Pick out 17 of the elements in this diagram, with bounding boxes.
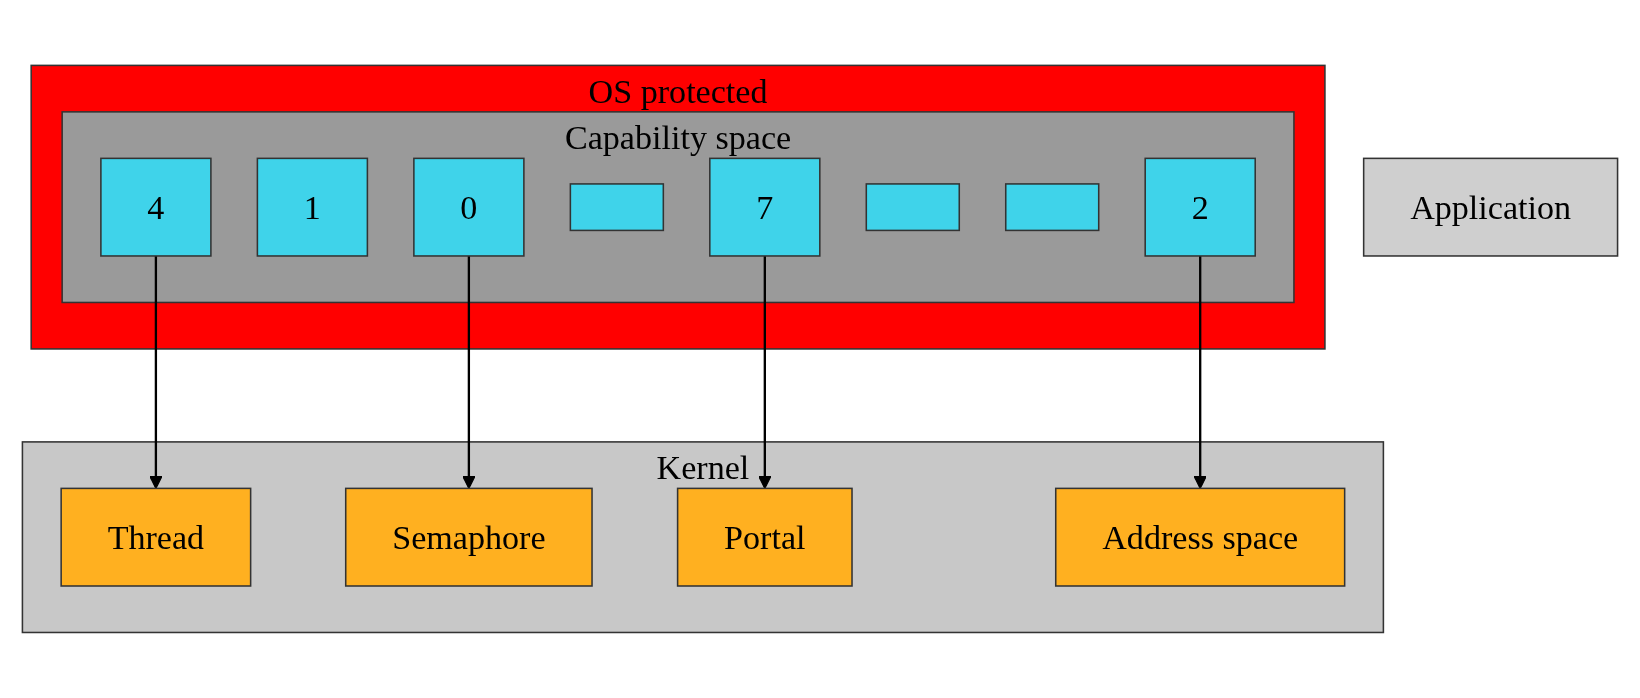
node-box (865, 183, 961, 232)
node-box: Application (1362, 157, 1619, 257)
node-box: 4 (100, 157, 212, 257)
node-box: 2 (1144, 157, 1256, 257)
arrow (1193, 256, 1207, 490)
node-box: Thread (60, 487, 252, 587)
node-box: 1 (256, 157, 369, 257)
arrow (758, 256, 772, 490)
arrow (149, 256, 163, 490)
node-box: 7 (709, 157, 821, 257)
node-box: Portal (676, 487, 853, 587)
node-box: Semaphore (344, 487, 593, 587)
node-box: 0 (413, 157, 525, 257)
arrow (462, 256, 476, 490)
node-box (569, 183, 665, 232)
node-box (1004, 183, 1100, 232)
node-box: Address space (1054, 487, 1346, 587)
